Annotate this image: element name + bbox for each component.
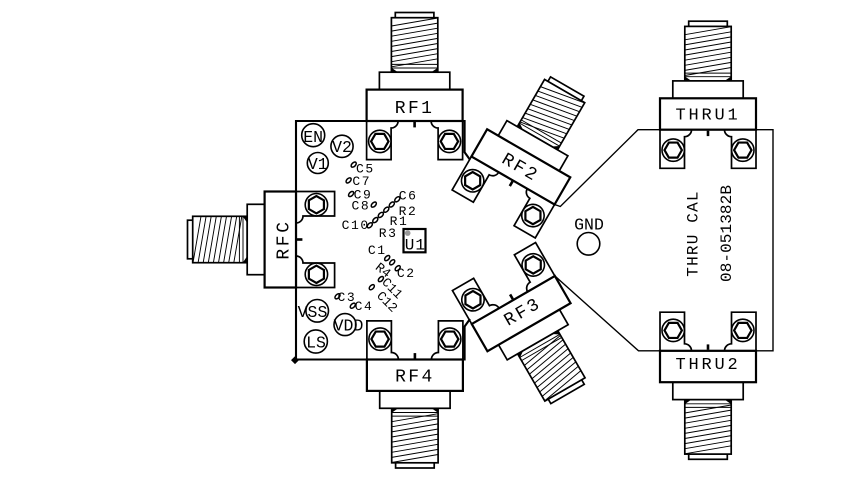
svg-text:C8: C8	[351, 199, 370, 214]
svg-text:R3: R3	[379, 226, 398, 241]
svg-text:C10: C10	[342, 218, 370, 233]
svg-text:V1: V1	[308, 155, 328, 174]
svg-text:GND: GND	[574, 216, 604, 235]
svg-text:R1: R1	[390, 214, 409, 229]
svg-text:RF1: RF1	[395, 99, 435, 119]
svg-text:THRU2: THRU2	[675, 356, 740, 375]
svg-text:RFC: RFC	[275, 219, 295, 259]
svg-text:C6: C6	[399, 189, 418, 204]
svg-text:R2: R2	[399, 204, 418, 219]
svg-text:VDD: VDD	[334, 317, 364, 336]
svg-text:C1: C1	[368, 243, 387, 258]
svg-text:C7: C7	[352, 174, 371, 189]
svg-text:U1: U1	[405, 237, 426, 255]
svg-text:THRU CAL: THRU CAL	[685, 190, 703, 276]
svg-text:C4: C4	[355, 299, 374, 314]
svg-text:EN: EN	[303, 128, 323, 147]
svg-text:C2: C2	[397, 266, 416, 281]
svg-text:LS: LS	[306, 333, 326, 352]
svg-text:08-051382B: 08-051382B	[718, 185, 736, 282]
svg-text:V2: V2	[332, 138, 352, 157]
svg-text:C3: C3	[337, 290, 356, 305]
svg-text:THRU1: THRU1	[675, 107, 740, 126]
svg-text:VSS: VSS	[298, 303, 328, 322]
svg-text:C9: C9	[354, 187, 373, 202]
svg-text:C5: C5	[356, 162, 375, 177]
svg-text:RF4: RF4	[395, 367, 435, 387]
